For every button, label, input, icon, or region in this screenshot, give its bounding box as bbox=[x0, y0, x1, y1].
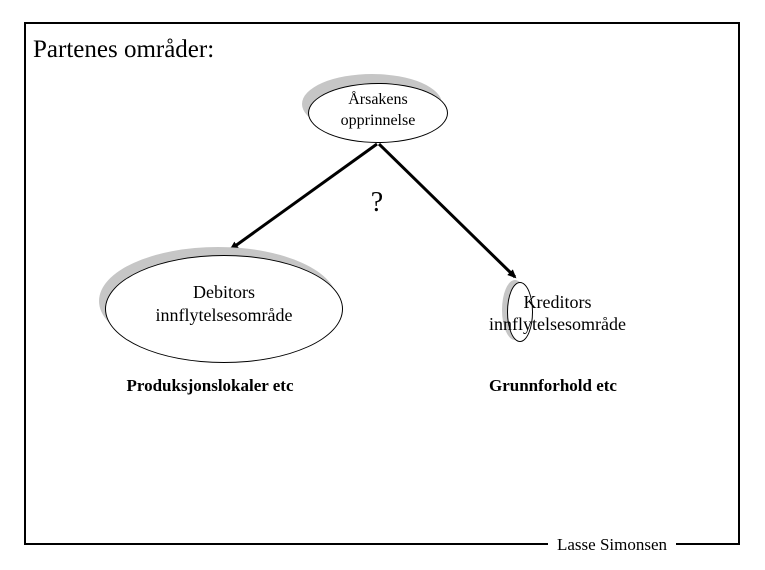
node-cause-origin-label: Årsakens opprinnelse bbox=[341, 89, 416, 131]
slide-border-frame bbox=[24, 22, 740, 545]
node-debitor-area: Debitors innflytelsesområde bbox=[105, 255, 343, 363]
node-debitor-line2: innflytelsesområde bbox=[155, 305, 293, 325]
node-cause-origin-line2: opprinnelse bbox=[340, 112, 416, 129]
node-cause-origin: Årsakens opprinnelse bbox=[308, 83, 448, 143]
node-kreditor-line1: Kreditors bbox=[523, 292, 592, 312]
caption-ground-conditions: Grunnforhold etc bbox=[489, 376, 617, 395]
question-mark-label: ? bbox=[370, 187, 384, 218]
node-kreditor-line2: innflytelsesområde bbox=[489, 314, 626, 334]
node-cause-origin-line1: Årsakens bbox=[348, 91, 408, 108]
node-kreditor-ellipse bbox=[507, 282, 533, 342]
node-kreditor-area-label: Kreditors innflytelsesområde bbox=[480, 291, 635, 335]
node-debitor-line1: Debitors bbox=[193, 282, 255, 302]
node-debitor-area-label: Debitors innflytelsesområde bbox=[156, 281, 293, 327]
slide-title: Partenes områder: bbox=[33, 36, 215, 63]
caption-production-premises: Produksjonslokaler etc bbox=[126, 376, 294, 395]
footer-author: Lasse Simonsen bbox=[548, 535, 677, 555]
